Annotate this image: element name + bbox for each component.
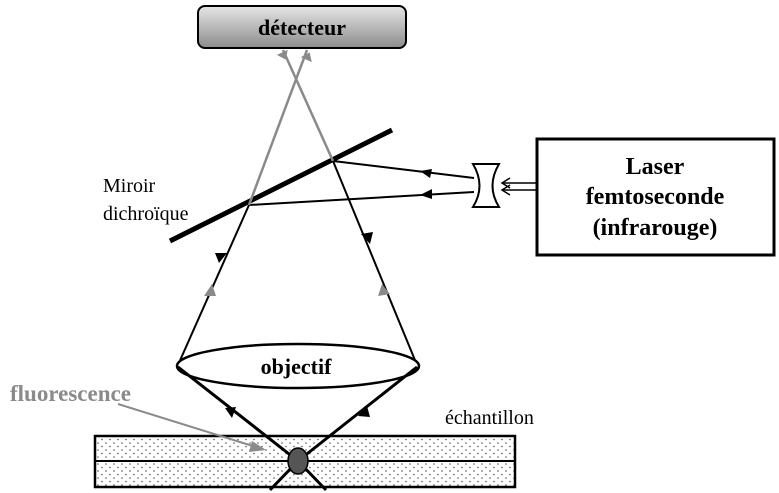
arrow-head (358, 406, 370, 417)
detector-box (197, 5, 407, 49)
fluorescence-beam-to-detector (247, 49, 335, 206)
sample-label: échantillon (445, 407, 534, 429)
fluorescence-pointer (117, 403, 257, 448)
arrow-head (420, 169, 432, 178)
detector: détecteur (197, 5, 407, 49)
dichroic-mirror (168, 127, 394, 244)
focal-spot (287, 447, 309, 475)
arrow-head (249, 441, 266, 452)
laser-label-line2: femtoseconde (586, 184, 725, 210)
arrow-head (276, 49, 288, 60)
arrow-head (361, 232, 373, 244)
objective-label: objectif (261, 354, 333, 379)
arrow-head (300, 52, 312, 63)
objective-lens (175, 342, 421, 390)
laser-label-line3: (infrarouge) (593, 215, 718, 241)
arrow-head (215, 253, 227, 263)
arrow-head (204, 284, 216, 296)
diverging-lens (471, 163, 501, 208)
laser-box (535, 137, 776, 257)
fluorescence-label: fluorescence (10, 381, 131, 406)
arrow-head (378, 284, 390, 296)
laser-source: Laser femtoseconde (infrarouge) (535, 137, 776, 257)
mirror-label-line2: dichroïque (103, 203, 189, 225)
excitation-beam-to-objective (177, 160, 418, 366)
excitation-beam-to-mirror (248, 160, 475, 206)
laser-input-arrows (500, 177, 537, 196)
arrow-head (420, 189, 432, 199)
mirror-label-line1: Miroir (103, 175, 156, 197)
arrow-head (225, 407, 236, 418)
laser-label-line1: Laser (626, 154, 685, 180)
detector-label: détecteur (258, 15, 346, 40)
